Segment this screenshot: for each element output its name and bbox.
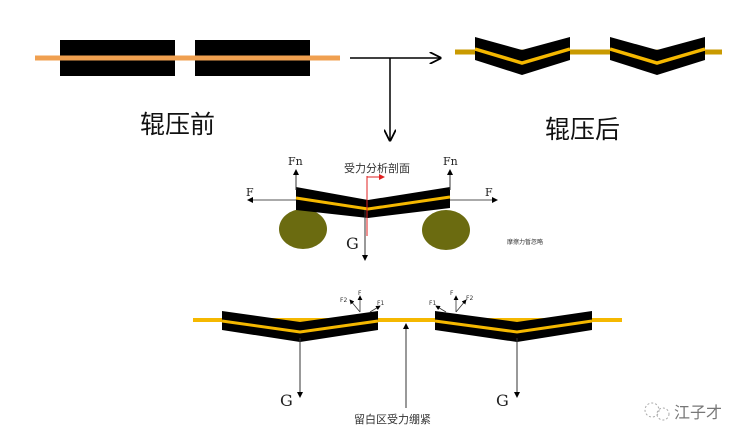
label-f1-left: F1 — [377, 300, 384, 307]
label-blank-zone: 留白区受力绷紧 — [354, 412, 431, 426]
label-f-left: F — [246, 186, 254, 199]
label-f1-right: F1 — [429, 300, 436, 307]
label-f2-left: F2 — [340, 297, 347, 304]
electrode-before — [35, 40, 340, 76]
label-fn-left: Fn — [288, 155, 303, 168]
label-g-mid: G — [346, 234, 359, 253]
watermark: 江子才 — [674, 403, 722, 422]
wechat-icon — [644, 402, 670, 421]
electrode-blank-zone — [193, 295, 622, 408]
label-g-left: G — [280, 391, 293, 410]
label-fn-right: Fn — [443, 155, 458, 168]
label-g-right: G — [496, 391, 509, 410]
label-f-top-left: F — [358, 290, 362, 297]
label-friction-note: 摩擦力暂忽略 — [507, 238, 543, 246]
label-after: 辊压后 — [545, 115, 620, 144]
label-before: 辊压前 — [140, 110, 215, 139]
electrode-after — [455, 37, 722, 75]
label-f-top-right: F — [450, 290, 454, 297]
force-section — [247, 169, 498, 261]
label-section: 受力分析剖面 — [344, 161, 410, 175]
label-f2-right: F2 — [466, 295, 473, 302]
label-f-right: F — [485, 186, 493, 199]
